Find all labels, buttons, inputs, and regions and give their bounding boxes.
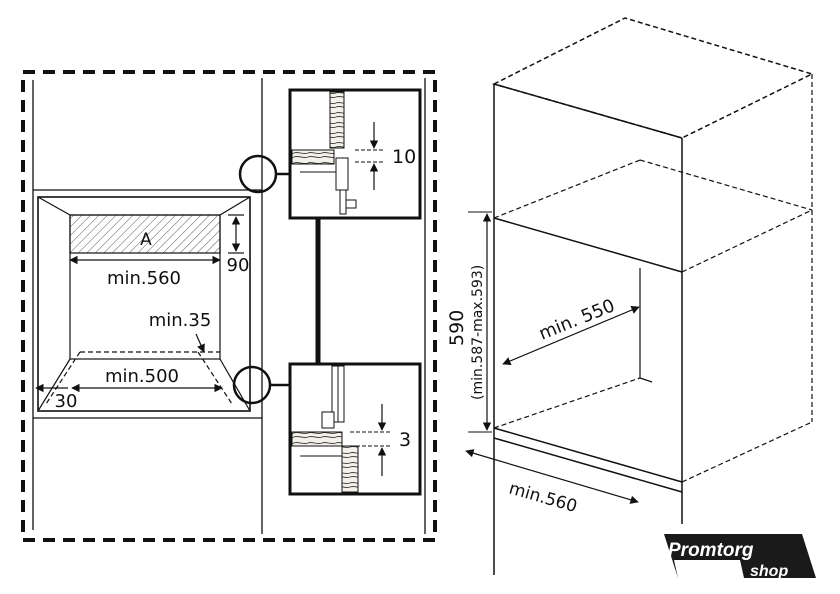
detail-circle-top (238, 154, 278, 194)
dim-90-text: 90 (227, 255, 250, 276)
dim-min35-text: min.35 (149, 310, 212, 331)
depth-text: min. 550 (536, 295, 618, 344)
oven-outer-frame (37, 196, 251, 412)
detail-top-gap-text: 10 (392, 146, 416, 168)
dim-min560-text: min.560 (107, 268, 181, 289)
detail-bottom-gap-text: 3 (399, 429, 411, 451)
logo-line1: Promtorg (668, 540, 754, 561)
cabinet-outline (21, 70, 437, 542)
detail-circle-bottom (232, 365, 272, 405)
area-a-label: A (140, 230, 152, 250)
promtorg-logo: Promtorg shop (664, 534, 816, 580)
dim-30-text: 30 (55, 391, 78, 412)
detail-bottom: 3 (288, 362, 422, 496)
detail-top: 10 (288, 88, 422, 220)
hatched-area-a (69, 214, 221, 254)
dim-min500-text: min.500 (105, 366, 179, 387)
height-text: 590 (446, 310, 468, 346)
width-text: min.560 (507, 479, 580, 517)
left-front-view: A min.560 90 min.35 min.500 30 (21, 70, 437, 542)
logo-line2: shop (750, 563, 788, 580)
height-range-text: (min.587-max.593) (470, 265, 486, 400)
right-isometric-view: 590 (min.587-max.593) min. 550 min.560 (446, 17, 815, 575)
